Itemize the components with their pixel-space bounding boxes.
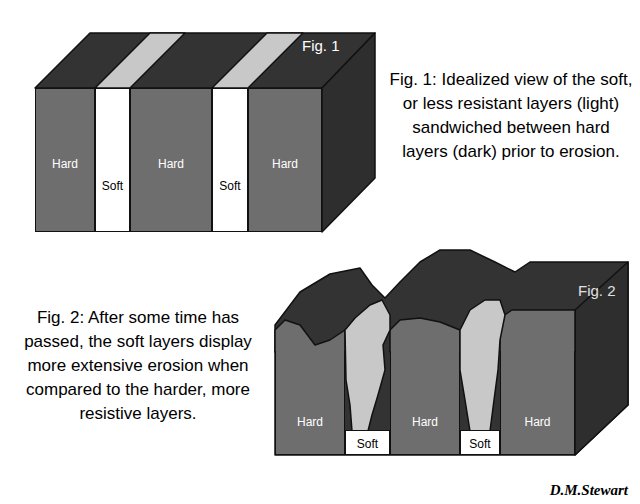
top-face (35, 33, 375, 88)
hard-layer: Hard (35, 88, 95, 232)
eroded-top (275, 250, 628, 455)
hard-layer: Hard (500, 351, 575, 455)
hard-layer: Hard (390, 351, 460, 455)
layer-label: Hard (501, 415, 574, 429)
eroded-soft-layer (345, 300, 390, 431)
hard-layer: Hard (130, 88, 212, 232)
soft-stripe (212, 33, 303, 88)
figure-label: Fig. 1 (302, 37, 340, 54)
hard-layer-top (500, 310, 575, 352)
layer-label: Hard (276, 415, 344, 429)
eroded-soft-layer (460, 300, 505, 431)
hard-layer-top (390, 318, 460, 352)
figure-label: Fig. 2 (578, 282, 616, 299)
layer-label: Soft (461, 437, 499, 451)
hard-layer: Hard (248, 88, 322, 232)
soft-layer: Soft (95, 88, 130, 232)
side-face (322, 33, 375, 232)
soft-layer: Soft (212, 88, 248, 232)
layer-label: Soft (346, 437, 389, 451)
soft-stripe (95, 33, 185, 88)
layer-label: Soft (213, 179, 247, 193)
layer-label: Hard (391, 415, 459, 429)
caption-text: Fig. 1: Idealized view of the soft, or l… (388, 68, 634, 164)
hard-layer-top (275, 320, 345, 352)
soft-layer: Soft (345, 430, 390, 455)
author-signature: D.M.Stewart (550, 482, 628, 499)
side-face (575, 262, 628, 455)
layer-label: Hard (131, 157, 211, 171)
caption-text: Fig. 2: After some time has passed, the … (12, 306, 264, 426)
layer-label: Soft (96, 179, 129, 193)
layer-label: Hard (36, 157, 94, 171)
hard-layer: Hard (275, 351, 345, 455)
layer-label: Hard (249, 157, 321, 171)
soft-layer: Soft (460, 430, 500, 455)
